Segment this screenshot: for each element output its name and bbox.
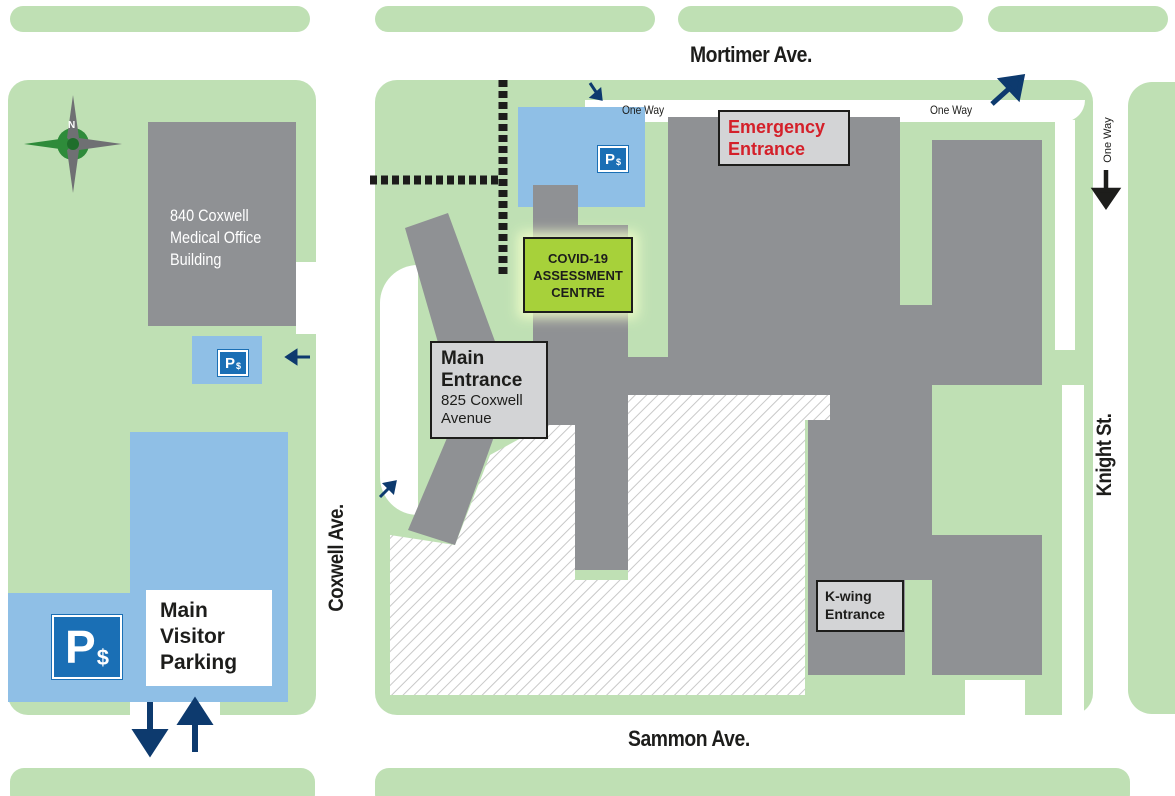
main-entrance-line2: Entrance bbox=[441, 370, 523, 391]
hospital-main-building bbox=[545, 117, 1042, 675]
main-visitor-parking-sign: Main Visitor Parking bbox=[146, 590, 272, 686]
street-label-mortimer: Mortimer Ave. bbox=[690, 42, 812, 67]
one-way-label-east: One Way bbox=[1102, 117, 1114, 163]
medical-office-label: 840 Coxwell Medical Office Building bbox=[170, 205, 261, 271]
parking-icon-west-dollar: $ bbox=[236, 361, 242, 371]
green-block-east bbox=[1128, 82, 1175, 714]
green-block-bottom-2 bbox=[375, 768, 1130, 796]
knight-driveway-2 bbox=[1062, 385, 1084, 715]
main-entrance-line4: Avenue bbox=[441, 410, 492, 427]
street-label-knight: Knight St. bbox=[1093, 413, 1116, 497]
one-way-label-left: One Way bbox=[622, 103, 665, 117]
sammon-driveway bbox=[965, 680, 1025, 720]
parking-icon-main-dollar: $ bbox=[96, 645, 109, 670]
emergency-line1: Emergency bbox=[728, 117, 826, 137]
emergency-entrance-sign: Emergency Entrance bbox=[718, 110, 850, 166]
parking-icon-main-visitor: P $ bbox=[51, 614, 123, 680]
main-visitor-parking-line2: Visitor bbox=[160, 625, 225, 648]
medical-office-line1: 840 Coxwell bbox=[170, 206, 249, 225]
arrow-parking-entry-up bbox=[176, 696, 214, 752]
green-block-top-1 bbox=[10, 6, 310, 32]
arrow-parking-west bbox=[284, 348, 310, 366]
kwing-entrance-sign: K-wing Entrance bbox=[816, 580, 904, 632]
medical-office-building bbox=[148, 122, 296, 326]
medical-office-line3: Building bbox=[170, 250, 222, 269]
parking-icon-north: P $ bbox=[597, 145, 629, 173]
parking-icon-west-small: P $ bbox=[217, 349, 249, 377]
green-block-top-3 bbox=[678, 6, 963, 32]
emergency-line2: Entrance bbox=[728, 139, 806, 159]
coxwell-driveway bbox=[380, 265, 418, 515]
main-entrance-sign: Main Entrance 825 Coxwell Avenue bbox=[430, 341, 548, 439]
arrow-mortimer-entry bbox=[588, 82, 603, 101]
main-visitor-parking-line1: Main bbox=[160, 599, 208, 622]
kwing-line2: Entrance bbox=[825, 606, 885, 622]
arrow-parking-exit-down bbox=[131, 702, 169, 758]
medical-office-line2: Medical Office bbox=[170, 228, 262, 247]
parking-icon-main-p: P bbox=[65, 621, 96, 673]
arrow-coxwell-entry bbox=[378, 480, 397, 499]
parking-icon-north-dollar: $ bbox=[616, 157, 622, 167]
mortimer-island bbox=[608, 80, 983, 100]
parking-icon-west-p: P bbox=[224, 354, 235, 372]
coxwell-side-driveway bbox=[296, 262, 320, 334]
street-label-coxwell: Coxwell Ave. bbox=[325, 504, 348, 612]
arrow-mortimer-exit bbox=[990, 73, 1026, 106]
compass-rose-icon bbox=[24, 95, 122, 193]
green-block-top-2 bbox=[375, 6, 655, 32]
compass-north-label: N bbox=[68, 120, 76, 131]
green-block-top-4 bbox=[988, 6, 1168, 32]
main-entrance-line3: 825 Coxwell bbox=[441, 392, 523, 409]
covid-line3: CENTRE bbox=[551, 285, 605, 300]
street-label-sammon: Sammon Ave. bbox=[628, 726, 750, 751]
parking-icon-north-p: P bbox=[604, 150, 615, 168]
kwing-line1: K-wing bbox=[825, 588, 872, 604]
covid-assessment-centre-sign: COVID-19 ASSESSMENT CENTRE bbox=[523, 237, 633, 313]
covid-line2: ASSESSMENT bbox=[533, 268, 623, 283]
covid-line1: COVID-19 bbox=[548, 251, 608, 266]
green-block-bottom-1 bbox=[10, 768, 315, 796]
main-entrance-line1: Main bbox=[441, 348, 485, 369]
main-visitor-parking-line3: Parking bbox=[160, 651, 238, 674]
construction-area bbox=[390, 395, 830, 695]
one-way-label-right: One Way bbox=[930, 103, 973, 117]
knight-driveway-1 bbox=[1055, 120, 1075, 350]
arrow-knight-southbound bbox=[1090, 170, 1122, 210]
